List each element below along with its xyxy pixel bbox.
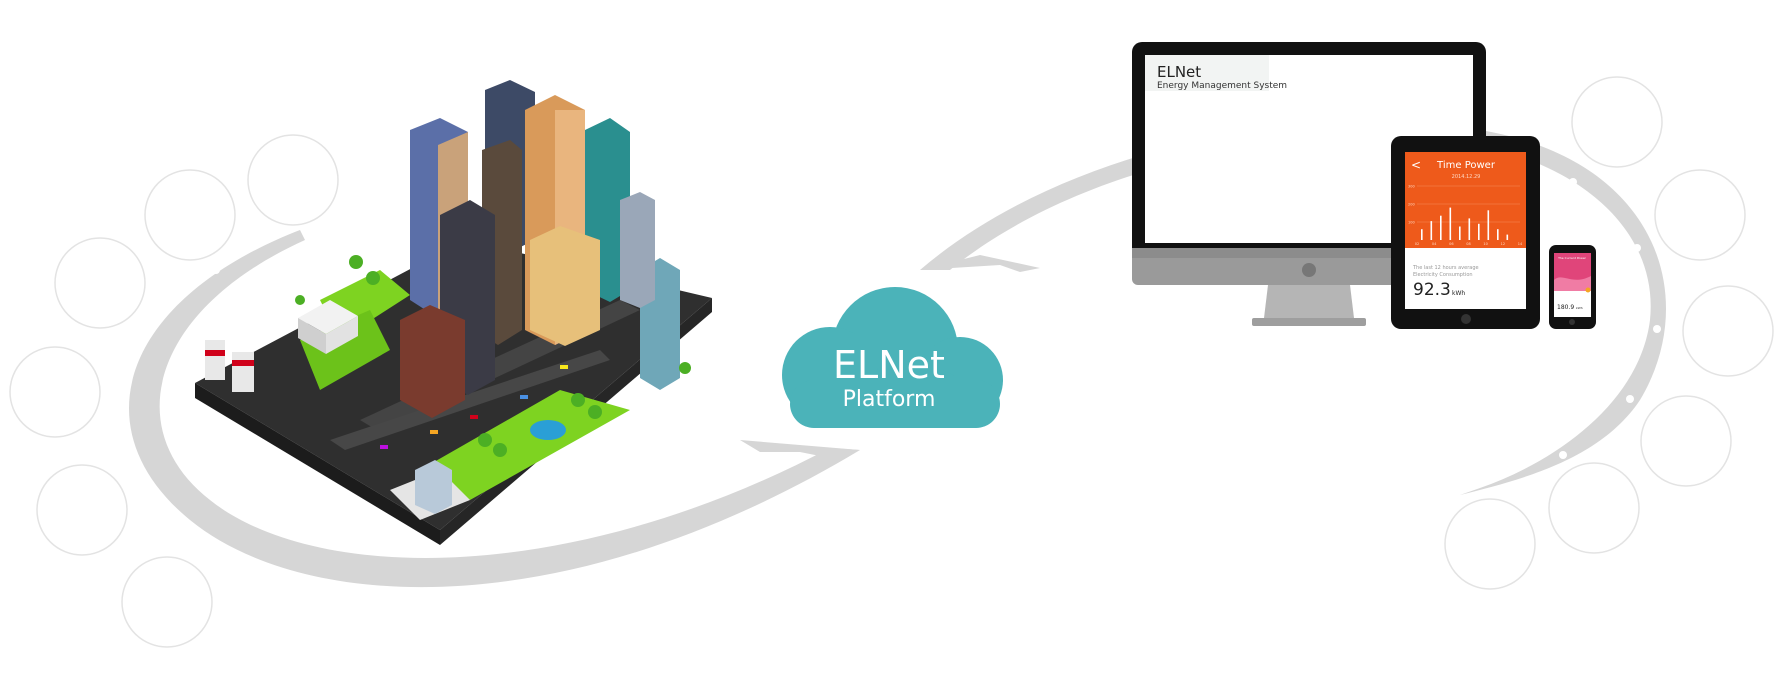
tablet-back-icon: < — [1411, 158, 1421, 172]
tablet-bar — [1478, 223, 1480, 240]
tablet-x-tick: 14 — [1518, 242, 1523, 246]
tablet-x-tick: 12 — [1501, 242, 1505, 246]
tablet-bar — [1430, 221, 1433, 240]
phone-title: The Current Power — [1557, 256, 1587, 260]
tablet-device: < Time Power 2014.12.29 300 200 100 02 04 06… — [1391, 136, 1540, 329]
tablet-x-tick: 04 — [1432, 242, 1437, 246]
monitor-app-name: ELNet — [1157, 63, 1201, 81]
tablet-bar — [1440, 215, 1442, 240]
phone-value: 180.9 — [1557, 304, 1574, 311]
city-illustration — [195, 80, 712, 545]
tablet-y-axis: 300 200 100 — [1408, 185, 1520, 225]
tablet-bar — [1421, 229, 1423, 240]
tablet-unit: kWh — [1452, 290, 1465, 297]
tablet-bar — [1506, 234, 1509, 240]
tablet-x-tick: 10 — [1483, 242, 1487, 246]
tablet-x-tick: 02 — [1415, 242, 1419, 246]
phone-device: The Current Power 180.9 kWh — [1549, 245, 1596, 329]
tablet-date: 2014.12.29 — [1452, 174, 1481, 180]
tablet-bar — [1468, 218, 1471, 240]
tablet-value: 92.3 — [1413, 280, 1451, 300]
left-orbit-ring — [119, 230, 860, 588]
tablet-caption-line2: Electricity Consumption — [1413, 272, 1473, 278]
cloud-title: ELNet — [833, 343, 945, 387]
elnet-platform-cloud: ELNet Platform — [782, 287, 1003, 428]
decorative-circles-right — [1444, 76, 1774, 590]
tablet-bar-chart — [1421, 207, 1509, 240]
tablet-title: Time Power — [1436, 160, 1496, 171]
decorative-circles-left — [9, 134, 339, 648]
tablet-bar — [1449, 207, 1452, 240]
tablet-x-tick: 08 — [1466, 242, 1470, 246]
phone-unit: kWh — [1576, 306, 1583, 310]
tablet-x-tick: 06 — [1449, 242, 1453, 246]
tablet-y-tick: 300 — [1408, 185, 1415, 189]
monitor-app-subtitle: Energy Management System — [1157, 81, 1287, 91]
tablet-y-tick: 100 — [1408, 221, 1415, 225]
tablet-y-tick: 200 — [1408, 203, 1415, 207]
tablet-bar — [1487, 210, 1490, 240]
tablet-x-axis: 02 04 06 08 10 12 14 — [1415, 242, 1523, 246]
tablet-bar — [1459, 226, 1461, 240]
tablet-bar — [1497, 229, 1499, 240]
right-orbit-ring — [920, 121, 1667, 495]
tablet-caption-line1: The last 12 hours average — [1412, 265, 1479, 271]
cloud-subtitle: Platform — [843, 387, 936, 412]
